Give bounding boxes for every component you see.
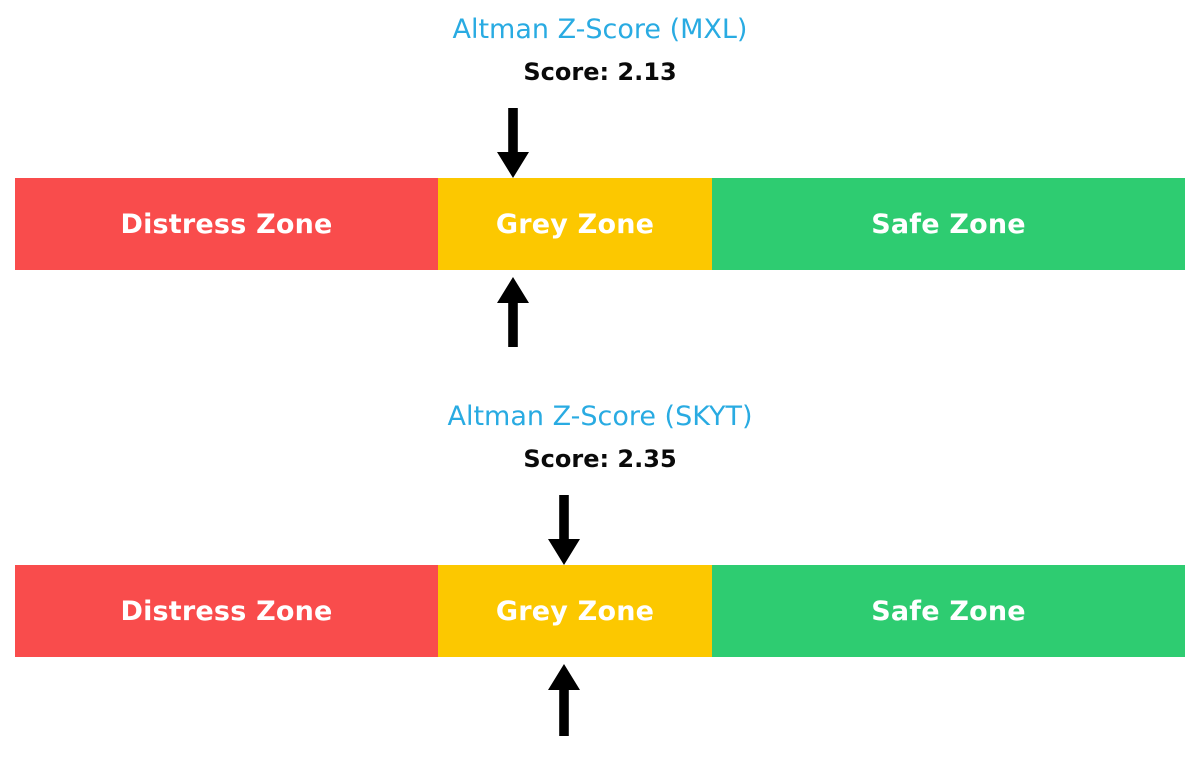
score-marker-up-mxl bbox=[491, 277, 535, 347]
zone-distress-mxl: Distress Zone bbox=[15, 178, 438, 270]
zone-label-distress: Distress Zone bbox=[120, 208, 333, 240]
zone-label-safe: Safe Zone bbox=[871, 595, 1026, 627]
zone-grey-mxl: Grey Zone bbox=[438, 178, 712, 270]
gauge-block-mxl: Altman Z-Score (MXL) Score: 2.13 Distres… bbox=[0, 0, 1200, 360]
zone-safe-mxl: Safe Zone bbox=[712, 178, 1185, 270]
gauge-title-skyt: Altman Z-Score (SKYT) bbox=[447, 401, 753, 432]
zone-grey-skyt: Grey Zone bbox=[438, 565, 712, 657]
arrow-up-icon bbox=[497, 277, 529, 347]
arrow-up-icon bbox=[548, 664, 580, 736]
zone-bar-skyt: Distress Zone Grey Zone Safe Zone bbox=[15, 565, 1185, 657]
gauge-block-skyt: Altman Z-Score (SKYT) Score: 2.35 Distre… bbox=[0, 387, 1200, 774]
zone-bar-mxl: Distress Zone Grey Zone Safe Zone bbox=[15, 178, 1185, 270]
zone-label-safe: Safe Zone bbox=[871, 208, 1026, 240]
arrow-down-icon bbox=[497, 108, 529, 178]
score-marker-down-skyt bbox=[542, 495, 586, 567]
gauge-score-mxl: Score: 2.13 bbox=[523, 58, 677, 86]
zone-distress-skyt: Distress Zone bbox=[15, 565, 438, 657]
gauge-score-skyt: Score: 2.35 bbox=[523, 445, 677, 473]
zone-label-grey: Grey Zone bbox=[495, 595, 655, 627]
arrow-down-icon bbox=[548, 495, 580, 565]
zone-safe-skyt: Safe Zone bbox=[712, 565, 1185, 657]
score-marker-up-skyt bbox=[542, 664, 586, 736]
score-marker-down-mxl bbox=[491, 108, 535, 180]
zone-label-distress: Distress Zone bbox=[120, 595, 333, 627]
gauge-title-mxl: Altman Z-Score (MXL) bbox=[452, 14, 748, 45]
zone-label-grey: Grey Zone bbox=[495, 208, 655, 240]
